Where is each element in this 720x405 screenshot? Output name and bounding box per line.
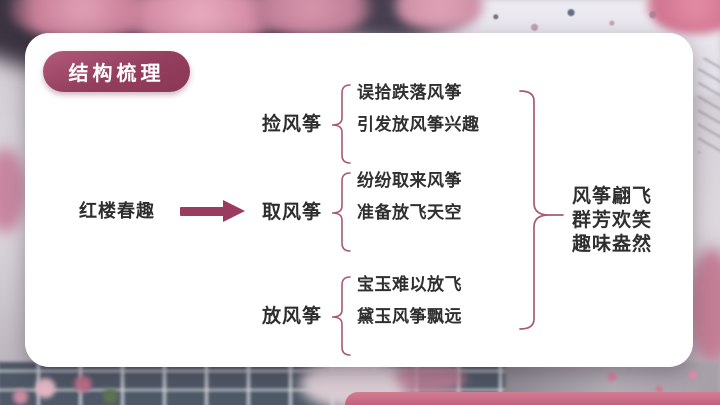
conclusion-line: 趣味盎然 <box>572 234 653 255</box>
arrow-shaft <box>180 207 225 216</box>
group-item: 纷纷取来风筝 <box>357 171 462 190</box>
section-badge-label: 结构梳理 <box>68 63 165 85</box>
group-items-fetch-kite: 纷纷取来风筝 准备放飞天空 <box>357 165 462 229</box>
conclusion-line: 群芳欢笑 <box>572 210 653 231</box>
group-label-fly-kite: 放风筝 <box>262 306 323 327</box>
group-item: 宝玉难以放飞 <box>357 275 462 294</box>
left-brace-icon <box>331 84 351 164</box>
group-item: 误拾跌落风筝 <box>357 83 462 102</box>
conclusion-text: 风筝翩飞 群芳欢笑 趣味盎然 <box>572 185 652 257</box>
bottom-accent-bar <box>345 392 720 405</box>
left-brace-icon <box>331 276 351 356</box>
group-items-pick-kite: 误拾跌落风筝 引发放风筝兴趣 <box>357 77 480 141</box>
blossom-cluster <box>395 362 465 394</box>
arrow-head <box>223 200 245 222</box>
right-brace-icon <box>519 90 564 330</box>
group-label-pick-kite: 捡风筝 <box>262 114 323 135</box>
root-topic: 红楼春趣 <box>79 201 155 221</box>
group-item: 黛玉风筝飘远 <box>357 307 462 326</box>
blossom-cluster-left-edge <box>0 148 26 233</box>
flower-bush <box>8 368 133 405</box>
group-item: 准备放飞天空 <box>357 203 462 222</box>
left-brace-icon <box>331 172 351 252</box>
blossom-cluster-right-edge <box>688 248 720 363</box>
flow-arrow-icon <box>180 200 245 222</box>
group-label-fetch-kite: 取风筝 <box>262 202 323 223</box>
group-item: 引发放风筝兴趣 <box>357 115 480 134</box>
section-badge: 结构梳理 <box>43 51 190 92</box>
content-card: 结构梳理 红楼春趣 捡风筝 误拾跌落风筝 引发放风筝兴趣 取风筝 纷纷取来风筝 … <box>25 33 693 367</box>
branch-sketch <box>698 58 720 153</box>
group-items-fly-kite: 宝玉难以放飞 黛玉风筝飘远 <box>357 269 462 333</box>
conclusion-line: 风筝翩飞 <box>572 186 653 207</box>
